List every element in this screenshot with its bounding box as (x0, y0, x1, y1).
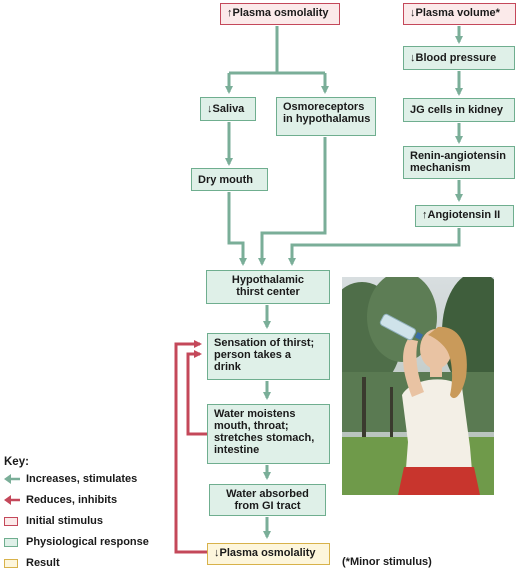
osmoreceptors-box: Osmoreceptors in hypothalamus (276, 97, 376, 136)
renin-line2: mechanism (410, 162, 471, 174)
water-line1: Water moistens (214, 408, 296, 420)
key-item-inhibit: Reduces, inhibits (4, 492, 117, 508)
jg-cells-label: JG cells in kidney (410, 104, 503, 116)
arrow-angiotensin-to-hypothalamic (288, 228, 461, 266)
result-swatch (4, 558, 18, 568)
up-arrow-icon: ↑ (422, 209, 428, 221)
stimulate-arrow-icon (4, 474, 20, 484)
absorbed-line1: Water absorbed (226, 488, 309, 500)
angiotensin-label: Angiotensin II (427, 209, 501, 221)
key-label-initial: Initial stimulus (26, 515, 104, 527)
plasma-volume-decrease-box: ↓Plasma volume* (403, 3, 516, 25)
jg-cells-box: JG cells in kidney (403, 98, 515, 122)
saliva-box: ↓Saliva (200, 97, 256, 121)
woman-drinking-water-photo (342, 277, 494, 495)
down-arrow-icon: ↓ (410, 7, 416, 19)
hypothalamic-line2: thirst center (236, 286, 300, 298)
key-item-result: Result (4, 555, 60, 571)
water-line3: stretches stomach, (214, 432, 315, 444)
key-item-initial-stimulus: Initial stimulus (4, 513, 103, 529)
down-arrow-icon: ↓ (207, 103, 213, 115)
angiotensin-box: ↑Angiotensin II (415, 205, 514, 227)
renin-angiotensin-box: Renin-angiotensin mechanism (403, 146, 515, 179)
blood-pressure-box: ↓Blood pressure (403, 46, 515, 70)
plasma-osmolality-label: Plasma osmolality (232, 7, 329, 19)
hypothalamic-thirst-center-box: Hypothalamic thirst center (206, 270, 330, 304)
key-label-physiological: Physiological response (26, 536, 149, 548)
thirst-line3: drink (214, 361, 241, 373)
initial-stimulus-swatch (4, 516, 18, 526)
water-moistens-box: Water moistens mouth, throat; stretches … (207, 404, 330, 464)
blood-pressure-label: Blood pressure (415, 52, 497, 64)
water-line4: intestine (214, 444, 260, 456)
key-item-stimulate: Increases, stimulates (4, 471, 137, 487)
plasma-osmolality-increase-box: ↑Plasma osmolality (220, 3, 340, 25)
minor-stimulus-footnote: (*Minor stimulus) (342, 556, 432, 568)
arrow-drymouth-to-hypothalamic (227, 192, 247, 266)
physiological-swatch (4, 537, 18, 547)
up-arrow-icon: ↑ (227, 7, 233, 19)
plasma-osmolality-decrease-box: ↓Plasma osmolality (207, 543, 330, 565)
sensation-of-thirst-box: Sensation of thirst; person takes a drin… (207, 333, 330, 380)
hypothalamic-line1: Hypothalamic (231, 274, 305, 286)
key-item-physiological: Physiological response (4, 534, 149, 550)
arrow-osmolality-split (229, 26, 325, 75)
plasma-osmolality-result-label: Plasma osmolality (219, 547, 316, 559)
inhibit-arrow-icon (4, 495, 20, 505)
inhibit-loop-outer (174, 340, 207, 554)
thirst-line1: Sensation of thirst; (214, 337, 315, 349)
thirst-line2: person takes a (214, 349, 292, 361)
key-label-inhibit: Reduces, inhibits (26, 494, 118, 506)
plasma-volume-label: Plasma volume* (415, 7, 500, 19)
key-title: Key: (4, 456, 29, 468)
inhibit-loop-inner (186, 350, 207, 436)
water-absorbed-box: Water absorbed from GI tract (209, 484, 326, 516)
saliva-label: Saliva (212, 103, 245, 115)
dry-mouth-label: Dry mouth (198, 174, 253, 186)
down-arrow-icon: ↓ (410, 52, 416, 64)
arrow-osmoreceptors-to-hypothalamic (258, 137, 327, 266)
renin-line1: Renin-angiotensin (410, 150, 506, 162)
down-arrow-icon: ↓ (214, 547, 220, 559)
key-label-result: Result (26, 557, 60, 569)
key-label-stimulate: Increases, stimulates (26, 473, 138, 485)
osmoreceptors-line2: in hypothalamus (283, 113, 371, 125)
absorbed-line2: from GI tract (234, 500, 301, 512)
osmoreceptors-line1: Osmoreceptors (283, 101, 365, 113)
dry-mouth-box: Dry mouth (191, 168, 268, 191)
water-line2: mouth, throat; (214, 420, 289, 432)
